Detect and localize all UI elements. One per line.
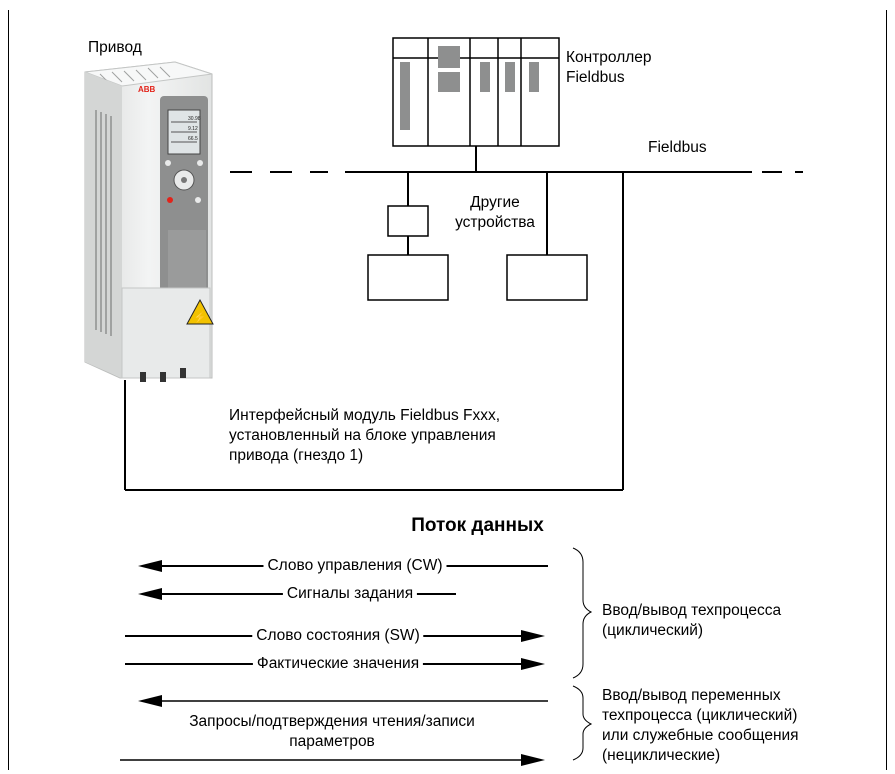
msg-reference-signals: Сигналы задания — [282, 584, 418, 603]
svg-text:⚡: ⚡ — [193, 311, 207, 324]
brace-icon — [572, 547, 593, 679]
drive-label: Привод — [88, 39, 142, 56]
module-label-line3: привода (гнездо 1) — [229, 447, 364, 464]
param-msg-line2: параметров — [289, 733, 375, 750]
brace-icon — [572, 685, 593, 761]
msg-control-word: Слово управления (CW) — [263, 556, 447, 575]
param-io-label-line4: (нециклические) — [602, 747, 721, 764]
process-io-label-line1: Ввод/вывод техпроцесса — [602, 602, 782, 619]
param-io-label-line2: техпроцесса (циклический) — [602, 707, 798, 724]
module-label-line1: Интерфейсный модуль Fieldbus Fxxx, — [229, 407, 501, 424]
param-io-label-line1: Ввод/вывод переменных — [602, 687, 781, 704]
module-label-line2: установленный на блоке управления — [229, 427, 496, 444]
fieldbus-label: Fieldbus — [648, 139, 707, 156]
display-value: 30.98 — [188, 116, 201, 122]
diagram-frame — [8, 10, 887, 770]
msg-actual-values: Фактические значения — [252, 654, 424, 673]
param-io-label-line3: или служебные сообщения — [602, 727, 799, 744]
parameter-arrows — [120, 695, 548, 766]
warning-triangle-icon — [186, 298, 214, 325]
abb-logo: ABB — [138, 85, 156, 94]
param-msg-line1: Запросы/подтверждения чтения/записи — [189, 713, 475, 730]
process-io-label-line2: (циклический) — [602, 622, 704, 639]
display-value: 9.12 — [188, 126, 198, 132]
other-devices — [367, 172, 588, 301]
msg-status-word: Слово состояния (SW) — [252, 626, 424, 645]
controller-label-line1: Контроллер — [566, 49, 652, 66]
other-devices-label-line1: Другие — [470, 194, 520, 211]
other-devices-label-line2: устройства — [455, 214, 535, 231]
controller-label-line2: Fieldbus — [566, 69, 625, 86]
drive-image: 30.98 9.12 66.5 ⚡ ABB — [84, 61, 214, 382]
data-flow-title: Поток данных — [411, 515, 544, 536]
display-value: 66.5 — [188, 136, 198, 142]
